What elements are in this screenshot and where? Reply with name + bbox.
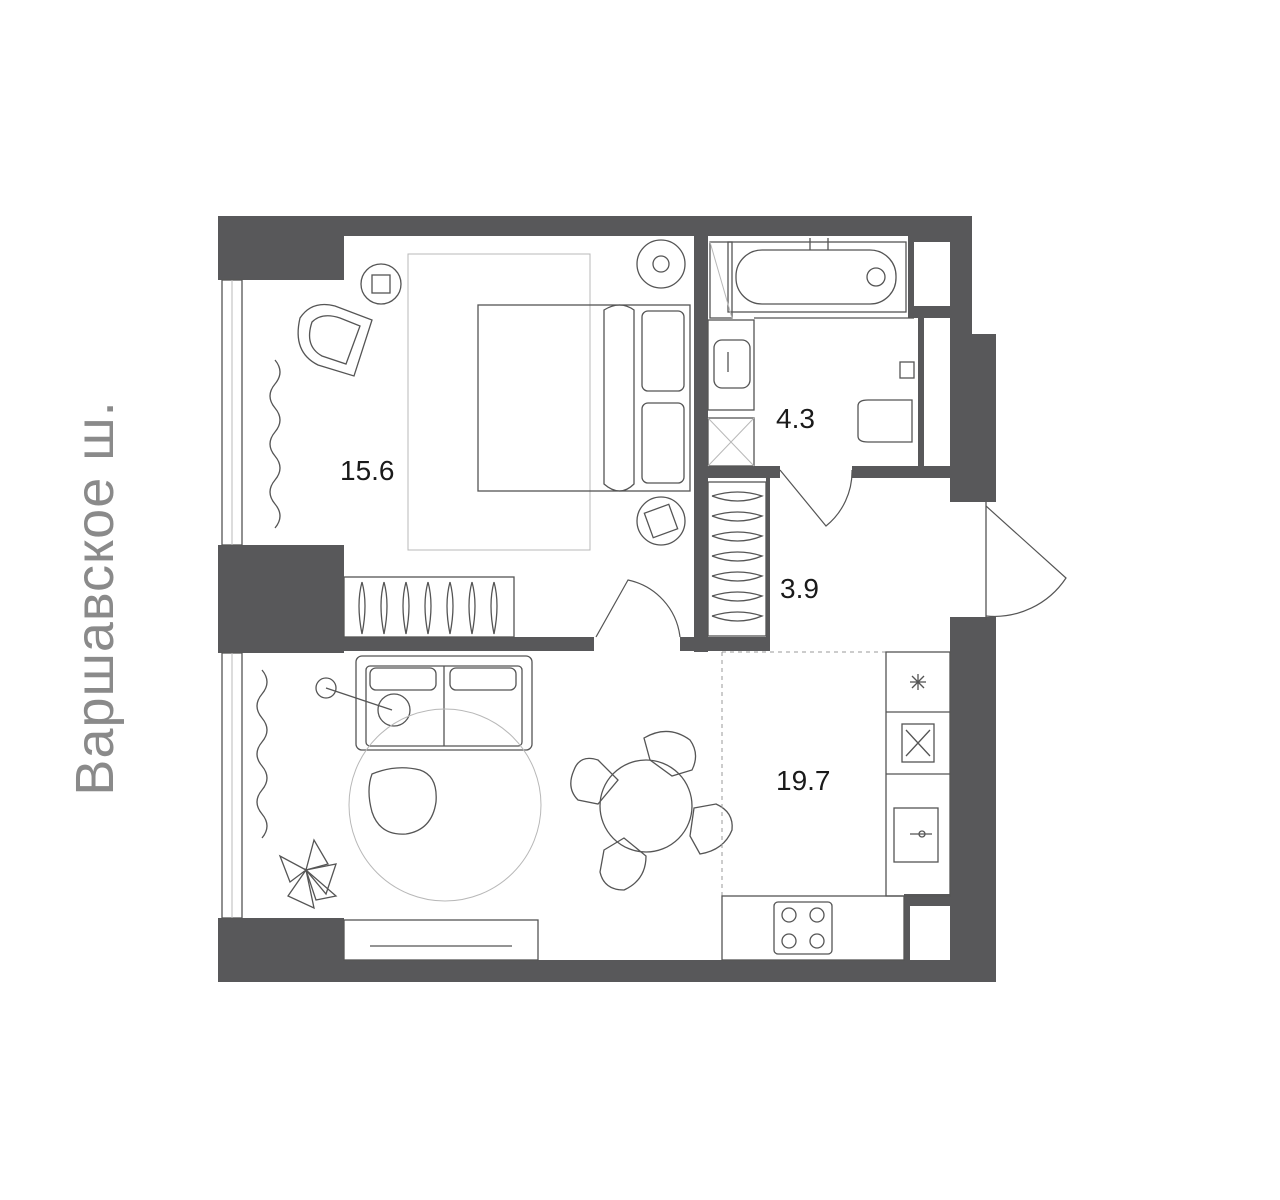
bedroom-furniture: [269, 239, 691, 638]
kitchen-fixtures: [721, 651, 951, 961]
cooktop: [773, 901, 833, 955]
pillow-top: [641, 310, 685, 392]
living-rug: [348, 708, 542, 902]
dishwasher: [901, 723, 935, 763]
sofa: [355, 655, 533, 751]
nightstand-bottom: [636, 496, 686, 546]
bedroom-rug: [407, 253, 591, 551]
bathroom-area: 4.3: [776, 403, 815, 434]
side-table: [360, 263, 402, 305]
entrance-door: [985, 505, 1067, 617]
bathroom-door: [779, 469, 853, 527]
armchair: [297, 303, 373, 377]
pillow-bottom: [641, 402, 685, 484]
living-curtain: [256, 669, 268, 839]
toilet: [857, 399, 913, 443]
living-furniture: [256, 651, 886, 961]
hall-area: 3.9: [780, 573, 819, 604]
bed-blanket: [603, 304, 635, 492]
chair-1: [570, 757, 619, 805]
bedroom-door: [595, 579, 681, 638]
tv-unit: [343, 919, 539, 961]
hood-icon: [910, 674, 926, 690]
hall-wardrobe: [707, 481, 767, 637]
bedroom-area: 15.6: [340, 455, 395, 486]
bedroom-curtain: [269, 359, 281, 529]
floor-lamp: [315, 677, 337, 699]
chair-2: [643, 730, 697, 777]
plant: [278, 838, 338, 910]
kitchen-sink: [893, 807, 939, 863]
bed: [477, 304, 691, 492]
windows: [221, 279, 243, 919]
nightstand-top: [636, 239, 686, 289]
walls: [218, 216, 996, 982]
bathtub: [727, 241, 907, 313]
living-armchair: [368, 767, 437, 835]
living-kitchen-area: 19.7: [776, 765, 831, 796]
hall-fixtures: [707, 481, 1067, 637]
bedroom-wardrobe: [343, 576, 515, 638]
washing-machine: [707, 417, 755, 467]
chair-3: [689, 803, 733, 855]
dining-table: [599, 759, 693, 853]
bathroom-sink: [707, 319, 755, 411]
chair-4: [599, 837, 647, 891]
bathroom-fixtures: [707, 238, 915, 527]
bottom-counter: [721, 895, 905, 961]
